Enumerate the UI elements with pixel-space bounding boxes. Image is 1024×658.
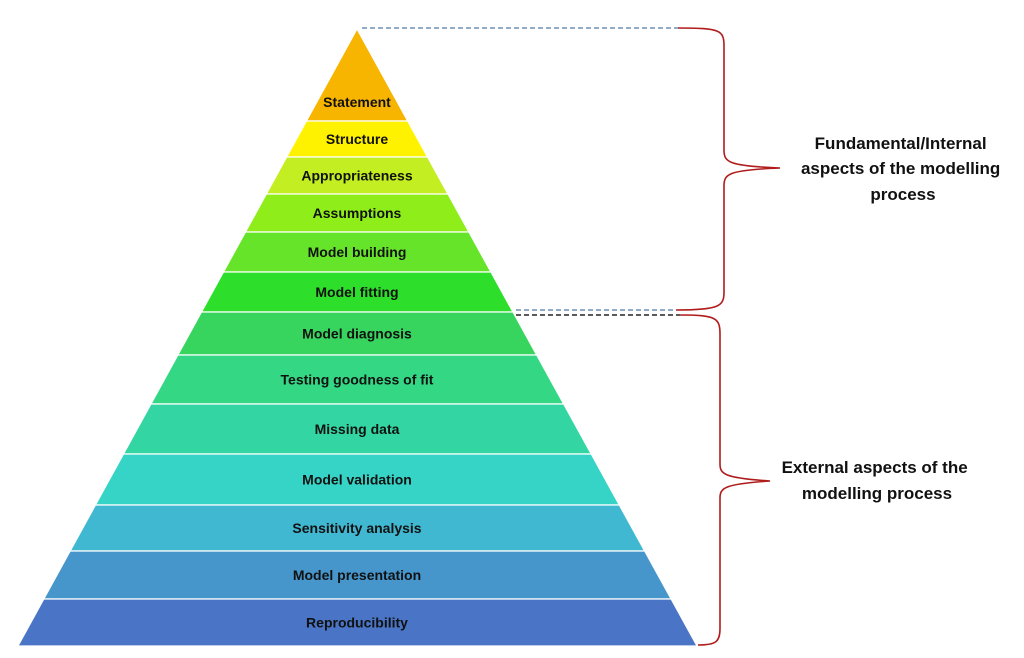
pyramid-layer-label: Sensitivity analysis [292,520,421,536]
external-aspects-line1: External aspects of the [782,458,968,477]
external-aspects-label: External aspects of the modelling proces… [782,458,973,503]
pyramid-layer-label: Model presentation [293,567,421,583]
internal-aspects-label: Fundamental/Internal aspects of the mode… [801,134,1005,204]
pyramid-layer-label: Appropriateness [301,168,412,184]
pyramid-layer-label: Model building [308,244,407,260]
pyramid-layer [16,598,699,647]
pyramid-layer-label: Statement [323,94,391,110]
external-aspects-brace [679,314,771,646]
internal-aspects-brace [675,27,781,311]
pyramid-layer-label: Model fitting [315,284,398,300]
pyramid-layer-label: Model diagnosis [302,326,412,342]
pyramid-layer-label: Structure [326,131,388,147]
pyramid-layer-label: Reproducibility [306,615,408,631]
internal-aspects-line2: aspects of the modelling [801,159,1000,178]
pyramid-layer-label: Testing goodness of fit [281,372,434,388]
pyramid: StatementStructureAppropriatenessAssumpt… [16,27,699,647]
internal-aspects-line1: Fundamental/Internal [815,134,987,153]
pyramid-layer-label: Missing data [315,421,400,437]
internal-aspects-line3: process [870,185,935,204]
pyramid-layer-label: Assumptions [313,205,402,221]
external-aspects-line2: modelling process [802,484,952,503]
pyramid-layer-label: Model validation [302,472,412,488]
